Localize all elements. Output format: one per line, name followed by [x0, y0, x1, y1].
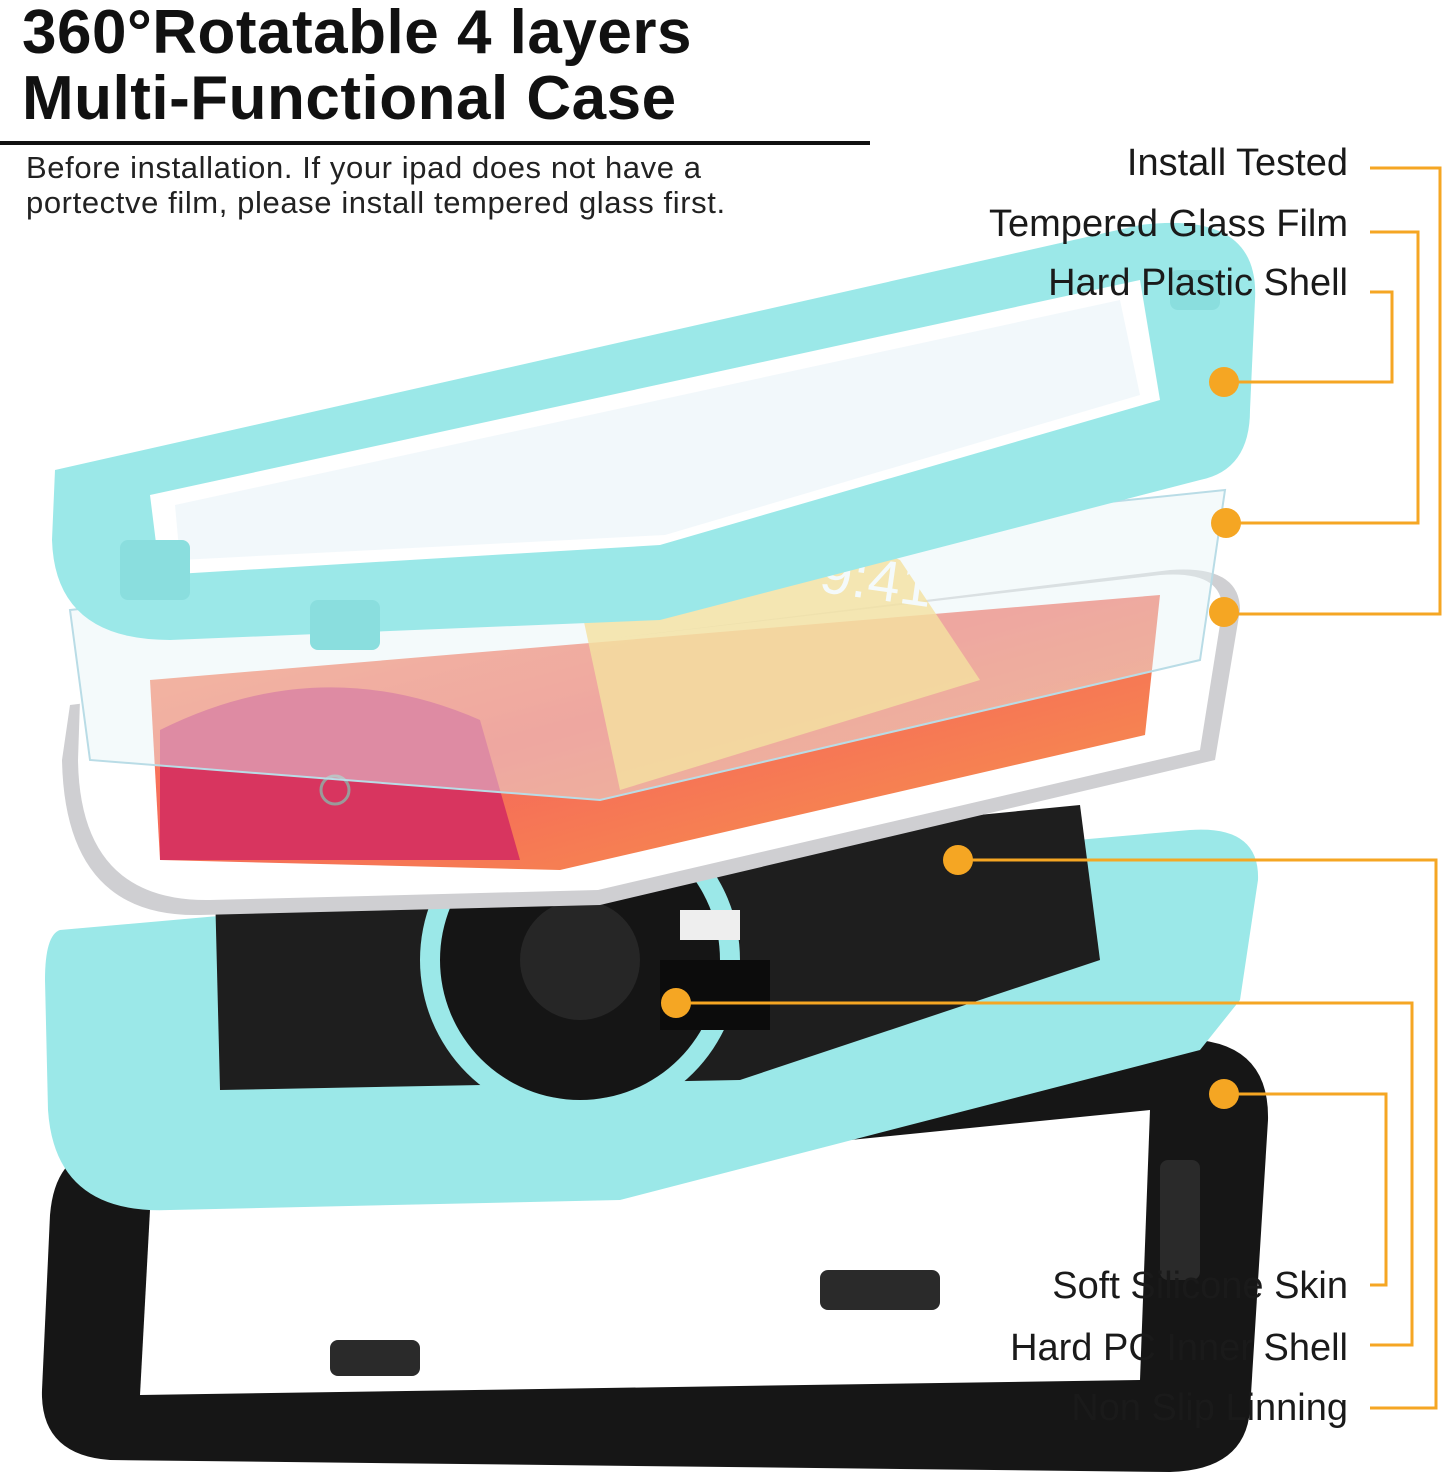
callout-dots-top [1209, 367, 1241, 627]
callout-dot-tempered-glass [1211, 508, 1241, 538]
callout-dot-hard-pc-inner-shell [661, 988, 691, 1018]
callout-dot-install-tested [1209, 597, 1239, 627]
callout-dot-non-slip-lining [943, 845, 973, 875]
callout-dot-hard-plastic-shell [1209, 367, 1239, 397]
label-tempered-glass-film: Tempered Glass Film [989, 203, 1348, 245]
headline: 360°Rotatable 4 layers Multi-Functional … [22, 0, 692, 132]
label-hard-pc-inner-shell: Hard PC Inner Shell [1010, 1327, 1348, 1369]
callout-dots-bottom [661, 845, 1239, 1109]
label-non-slip-linning: Non Slip Linning [1071, 1387, 1348, 1429]
headline-line-1: 360°Rotatable 4 layers [22, 0, 692, 67]
label-install-tested: Install Tested [1126, 142, 1348, 184]
headline-underline [0, 141, 870, 145]
hard-plastic-shell [52, 222, 1256, 650]
installation-note-line-2: portectve film, please install tempered … [26, 185, 726, 220]
label-soft-silicone-skin: Soft Silicone Skin [1052, 1265, 1348, 1307]
label-hard-plastic-shell: Hard Plastic Shell [1048, 262, 1348, 304]
hard-pc-inner-shell [45, 800, 1259, 1211]
installation-note: Before installation. If your ipad does n… [26, 150, 726, 220]
installation-note-line-1: Before installation. If your ipad does n… [26, 150, 702, 185]
callout-lines-top [1224, 166, 1442, 616]
ipad-device: 9:41 [62, 508, 1240, 916]
callout-dot-soft-silicone-skin [1209, 1079, 1239, 1109]
callout-lines-bottom [676, 858, 1438, 1410]
headline-line-2: Multi-Functional Case [22, 64, 677, 133]
